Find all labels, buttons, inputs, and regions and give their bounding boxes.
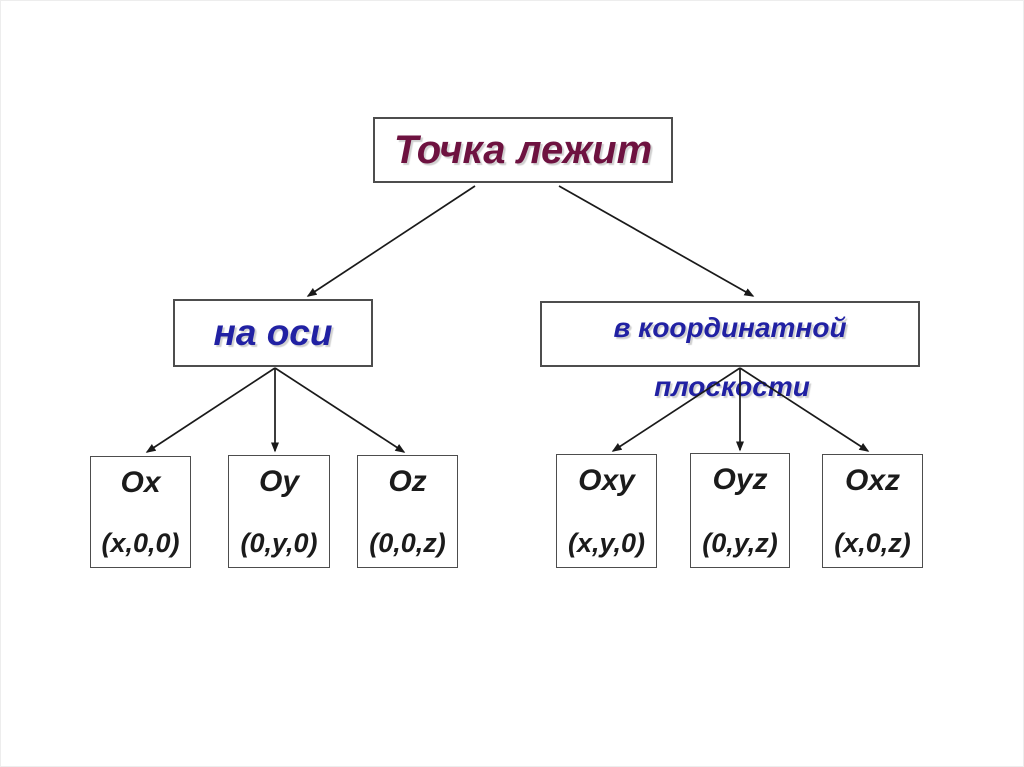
arrow-root-to-plane — [558, 185, 755, 297]
arrow-axis-to-ox — [145, 367, 276, 453]
branch-plane-box: в координатной — [540, 301, 920, 367]
leaf-oxz-coords: (x,0,z) — [834, 528, 911, 558]
arrow-root-to-axis — [306, 185, 476, 297]
leaf-oyz-box: Oyz (0,y,z) — [690, 453, 790, 568]
root-node-label: Точка лежит — [393, 127, 653, 172]
leaf-oxz-label: Oxz — [844, 464, 901, 497]
leaf-oy-label: Oy — [258, 465, 300, 498]
leaf-ox-coords: (x,0,0) — [101, 528, 180, 558]
leaf-oz-label: Oz — [388, 465, 427, 498]
arrow-axis-to-oz — [274, 367, 406, 453]
branch-axis-box: на оси — [173, 299, 373, 367]
leaf-ox-label: Ox — [120, 466, 161, 499]
leaf-oyz-coords: (0,y,z) — [702, 528, 778, 558]
branch-axis-label: на оси — [213, 312, 333, 353]
leaf-oz-coords: (0,0,z) — [369, 528, 446, 558]
leaf-oy-box: Oy (0,y,0) — [228, 455, 330, 568]
leaf-ox-box: Ox (x,0,0) — [90, 456, 191, 568]
leaf-oyz-label: Oyz — [712, 463, 768, 496]
leaf-oz-box: Oz (0,0,z) — [357, 455, 458, 568]
leaf-oy-coords: (0,y,0) — [240, 528, 318, 558]
leaf-oxy-label: Oxy — [578, 464, 635, 497]
leaf-oxy-coords: (x,y,0) — [567, 528, 646, 558]
leaf-oxy-box: Oxy (x,y,0) — [556, 454, 657, 568]
root-node-box: Точка лежит — [373, 117, 673, 183]
branch-plane-label-line2: плоскости — [654, 371, 810, 402]
leaf-oxz-box: Oxz (x,0,z) — [822, 454, 923, 568]
branch-plane-label-line1: в координатной — [613, 312, 847, 343]
